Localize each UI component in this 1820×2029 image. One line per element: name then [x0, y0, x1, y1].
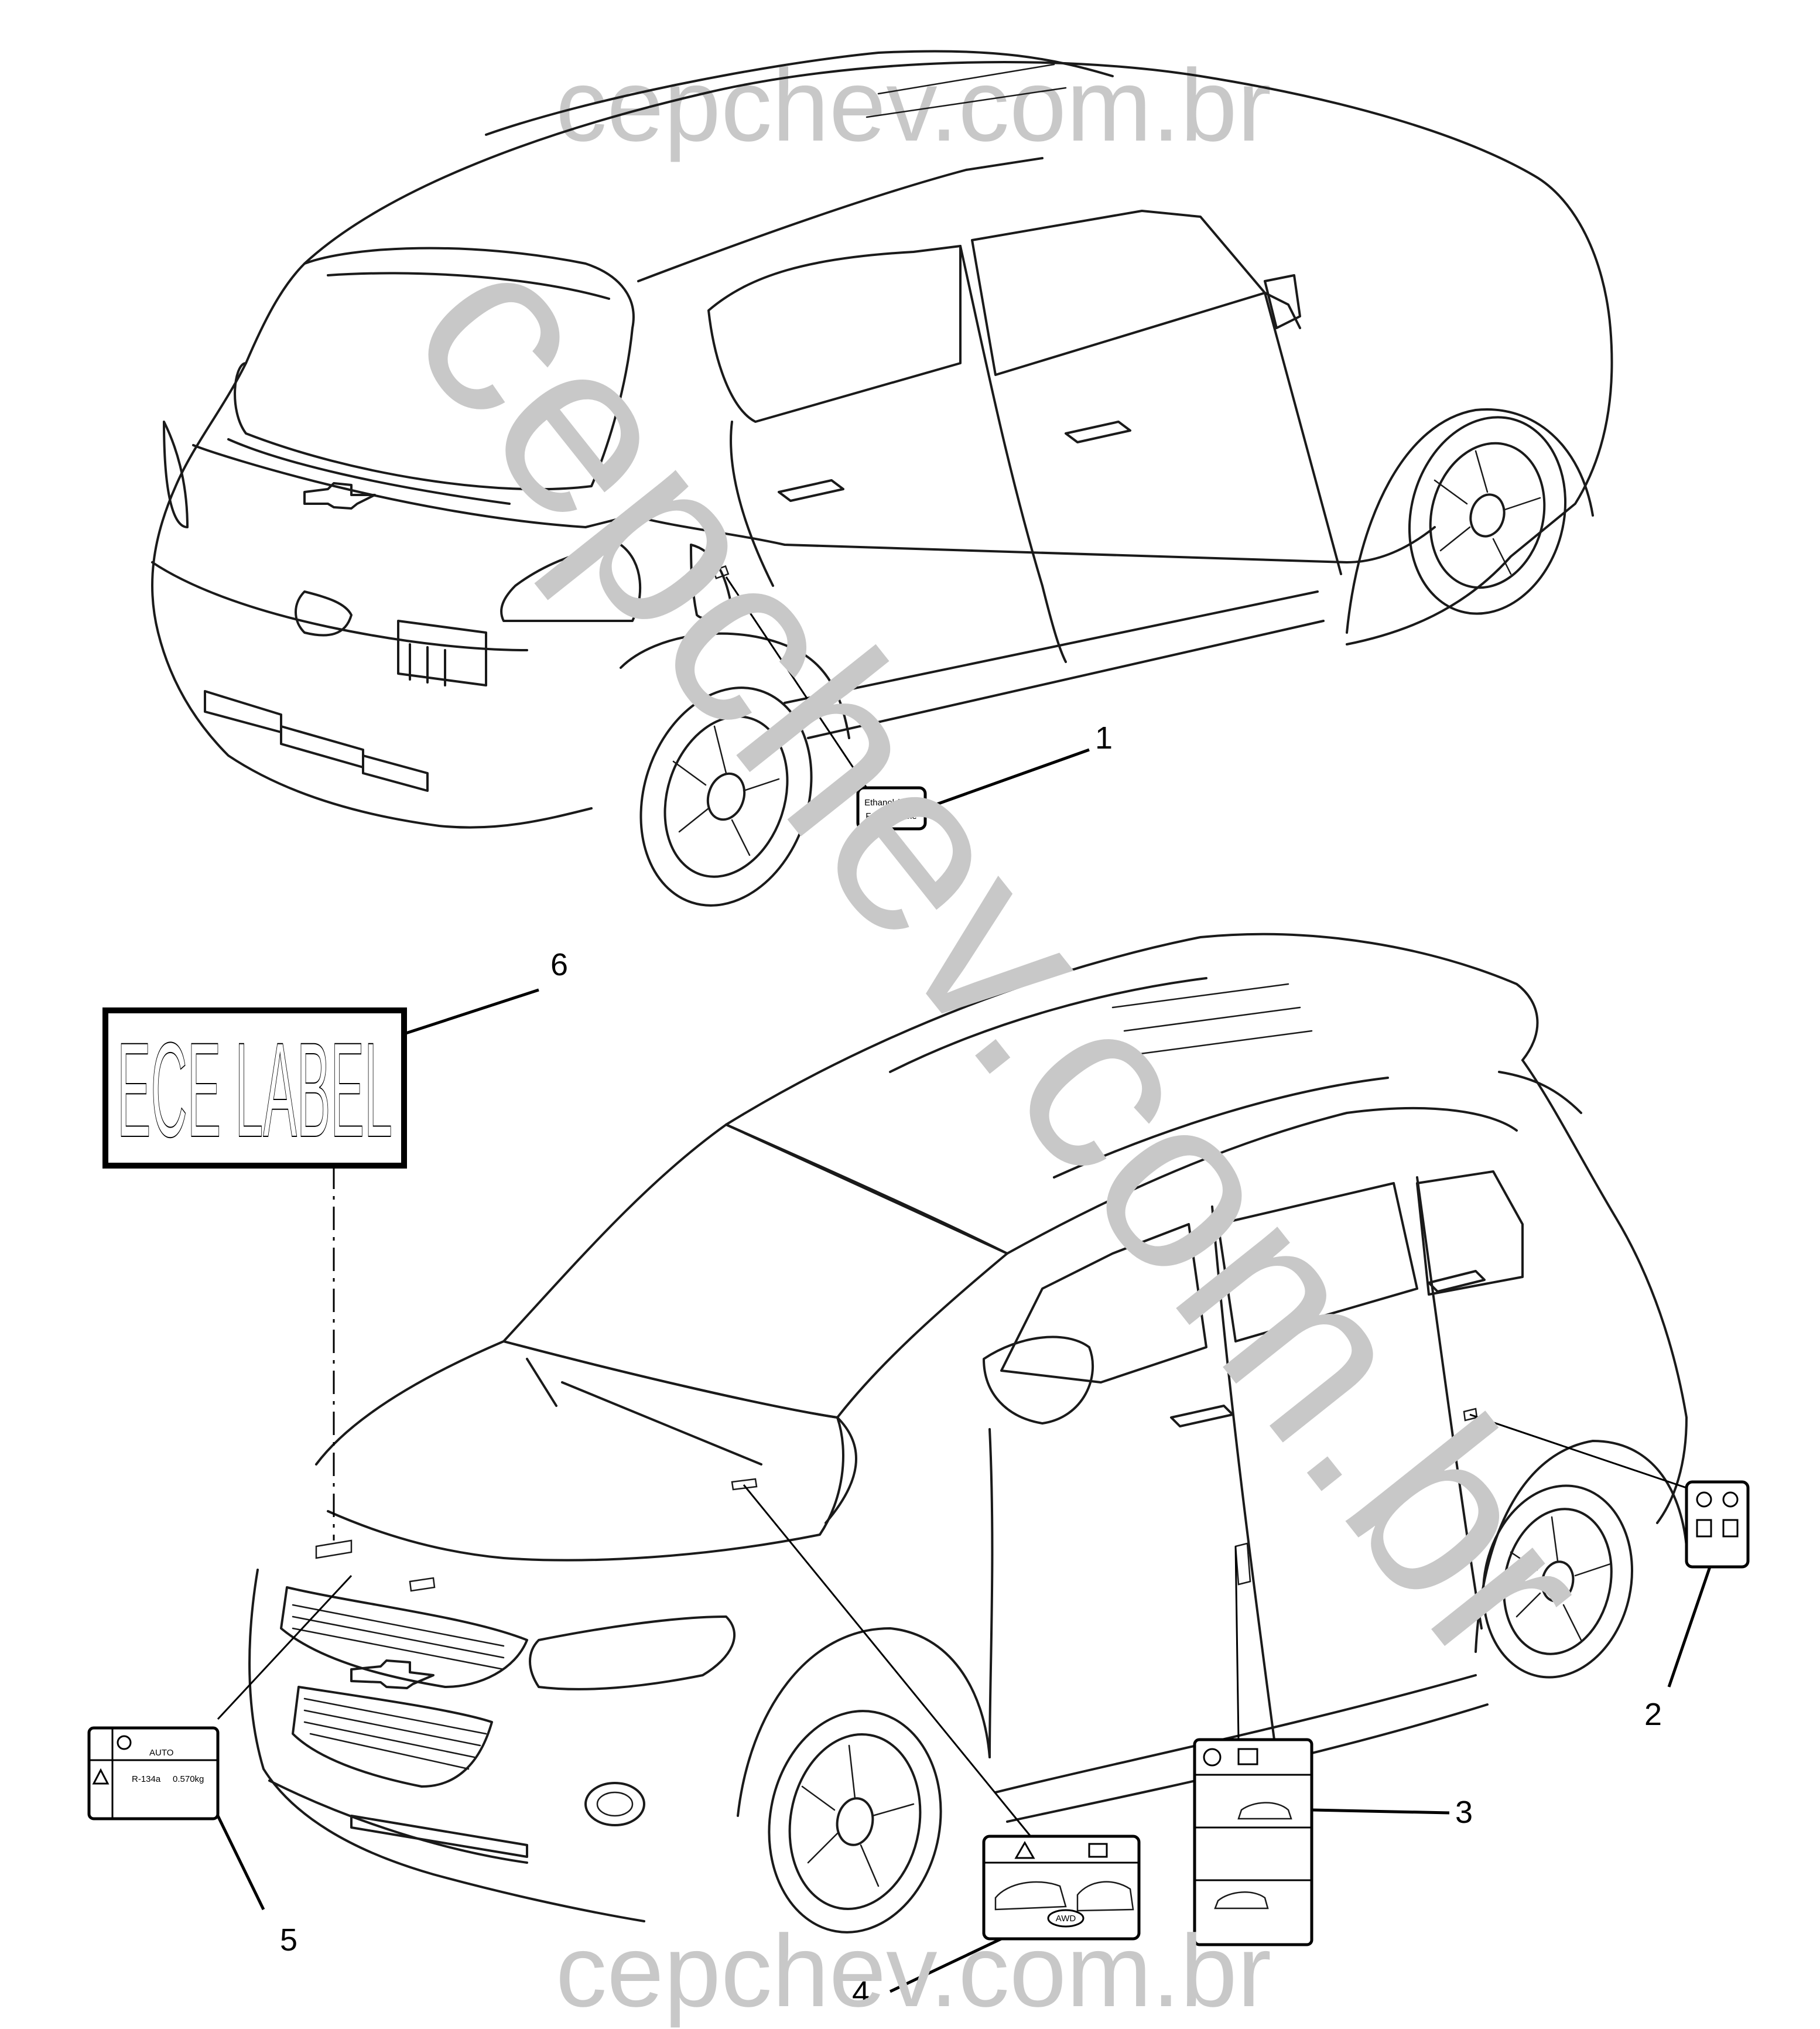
refrigerant-label	[87, 1726, 220, 1820]
callout-number-5: 5	[280, 1922, 297, 1958]
ece-label-text: ECE LABEL	[117, 1014, 392, 1165]
manual-icon	[1088, 1843, 1108, 1858]
leader-line-1b	[925, 748, 1090, 810]
leader-line-6	[403, 988, 539, 1036]
tire-icon-2a	[1696, 1491, 1712, 1508]
leader-line-4	[743, 1484, 1032, 1837]
leader-line-2	[1469, 1413, 1687, 1489]
manual-icon-3	[1237, 1748, 1258, 1765]
callout-4-group: AWD 4	[743, 1484, 1141, 2010]
callout-5-group: AUTO R-134a 0.570kg 5	[87, 1574, 353, 1958]
callout-number-6: 6	[550, 947, 568, 982]
leader-line-3b	[1311, 1808, 1450, 1815]
ece-label	[102, 1007, 407, 1169]
callout-number-4: 4	[852, 1975, 870, 2010]
vehicle-front-view	[248, 932, 1688, 1934]
callout-6-group: ECE LABEL 6	[102, 947, 568, 1540]
refrigerant-amount: 0.570kg	[173, 1774, 204, 1784]
leader-line-5	[217, 1574, 353, 1720]
vehicle-info-label	[1193, 1738, 1313, 1946]
tire-pressure-label	[1685, 1480, 1750, 1569]
leader-line-3	[1234, 1546, 1240, 1740]
callout-number-2: 2	[1644, 1697, 1662, 1732]
pressure-icon-a	[1696, 1519, 1712, 1538]
warning-triangle-icon	[92, 1768, 110, 1785]
leader-line-1	[725, 576, 868, 788]
callout-number-1: 1	[1095, 720, 1113, 756]
fuel-label-line2: Fuel Suitable	[865, 811, 917, 821]
awd-text: AWD	[1056, 1914, 1076, 1924]
no-open-icon	[117, 1735, 132, 1750]
callout-number-3: 3	[1455, 1795, 1473, 1830]
car-on-lift-icon	[994, 1881, 1067, 1911]
awd-badge	[1047, 1909, 1085, 1928]
fuel-label	[856, 786, 927, 831]
car-side-icon	[1237, 1802, 1292, 1820]
callout-2-group: 2	[1469, 1413, 1750, 1732]
tire-icon	[1203, 1748, 1222, 1767]
callout-1-group: 1 Ethanol (E10) Fuel Suitable	[725, 576, 1113, 831]
leader-line-4b	[889, 1937, 1003, 1993]
pressure-icon-b	[1722, 1519, 1739, 1538]
caution-triangle-icon	[1014, 1840, 1035, 1859]
refrigerant-gas: R-134a	[132, 1774, 161, 1784]
leader-line-2b	[1667, 1566, 1712, 1688]
watermark-top: cepchev.com.br	[556, 49, 1271, 163]
refrigerant-auto: AUTO	[149, 1748, 173, 1758]
tire-icon-2b	[1722, 1491, 1739, 1508]
vehicle-rear-view	[151, 50, 1613, 907]
watermark-bottom: cepchev.com.br	[556, 1914, 1271, 2028]
leader-line-5b	[216, 1815, 265, 1911]
callout-3-group: 3	[1193, 1546, 1473, 1946]
fuel-label-line1: Ethanol (E10)	[864, 798, 918, 808]
